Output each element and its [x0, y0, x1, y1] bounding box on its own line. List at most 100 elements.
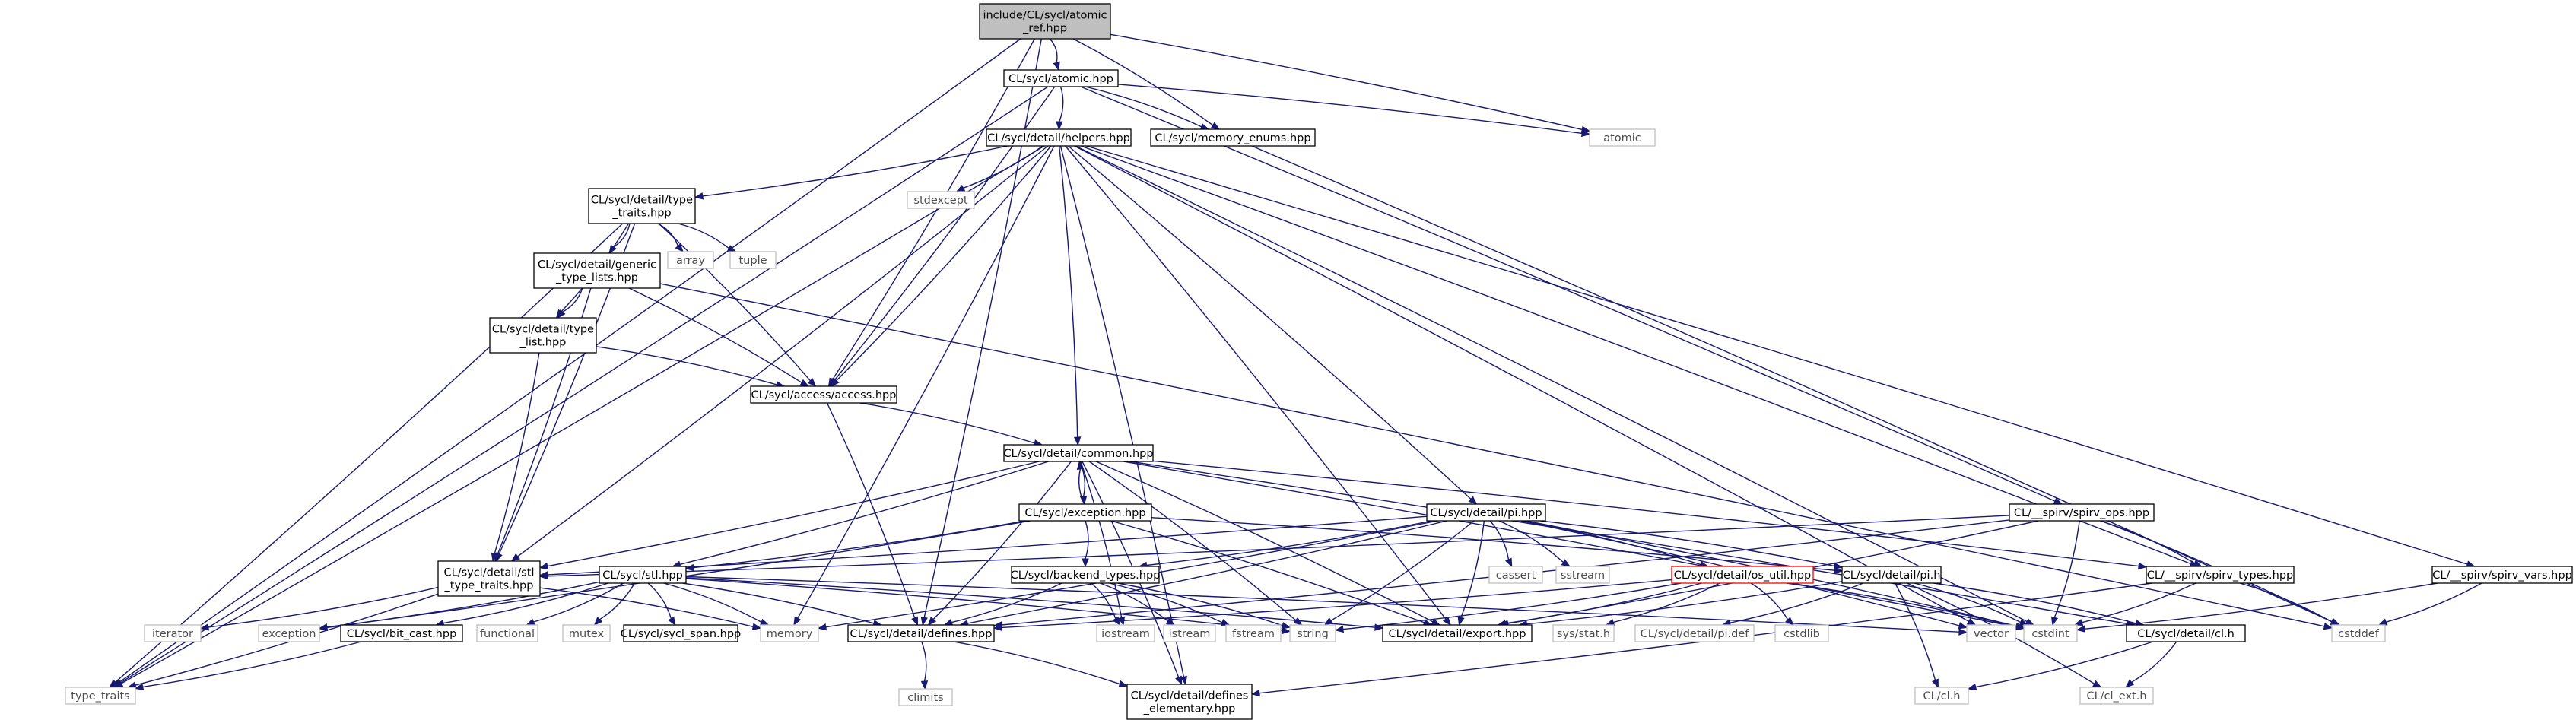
node-exception[interactable]: CL/sycl/exception.hpp	[1018, 503, 1152, 522]
node-label: CL/sycl/atomic.hpp	[1008, 73, 1113, 85]
node-label: CL/__spirv/spirv_vars.hpp	[2432, 569, 2572, 582]
edge-common-to-stl	[672, 461, 1049, 568]
node-stl[interactable]: CL/sycl/stl.hpp	[599, 566, 687, 584]
node-pi_h[interactable]: CL/sycl/detail/pi.h	[1841, 566, 1942, 584]
node-mutex: mutex	[562, 624, 611, 642]
node-box	[2126, 624, 2246, 642]
node-label: _type_traits.hpp	[444, 580, 534, 592]
node-tuple: tuple	[729, 251, 777, 269]
edge-type_traits_h-to-tuple	[678, 223, 737, 252]
node-exception_sys: exception	[258, 624, 320, 642]
node-span[interactable]: CL/sycl/sycl_span.hpp	[621, 624, 742, 642]
edge-helpers-to-spirv_vars	[1086, 145, 2476, 568]
node-box	[1671, 566, 1814, 584]
edge-stl-to-defines	[682, 582, 883, 627]
node-box	[1225, 624, 1282, 642]
node-box	[2009, 503, 2155, 522]
dependency-edges	[109, 33, 2482, 697]
node-box	[1914, 687, 1969, 705]
edge-stl-to-mutex	[593, 582, 636, 626]
node-backend[interactable]: CL/sycl/backend_types.hpp	[1011, 566, 1161, 584]
node-label: istream	[1169, 628, 1211, 640]
node-helpers[interactable]: CL/sycl/detail/helpers.hpp	[986, 128, 1132, 147]
node-box	[1003, 69, 1119, 87]
node-box	[489, 317, 597, 354]
node-box	[1426, 503, 1546, 522]
node-label: stdexcept	[913, 195, 968, 207]
node-label: iterator	[152, 628, 193, 640]
node-label: sstream	[1561, 569, 1605, 582]
node-bit_cast[interactable]: CL/sycl/bit_cast.hpp	[340, 624, 463, 642]
node-type_list[interactable]: CL/sycl/detail/type_list.hpp	[489, 317, 597, 354]
edge-spirv_vars-to-cstdint	[2076, 582, 2438, 633]
node-stdexcept: stdexcept	[907, 191, 975, 209]
edge-generic-to-cstddef	[659, 283, 2333, 630]
node-spirv_vars[interactable]: CL/__spirv/spirv_vars.hpp	[2431, 566, 2573, 584]
node-spirv_types[interactable]: CL/__spirv/spirv_types.hpp	[2146, 566, 2295, 584]
node-string: string	[1289, 624, 1336, 642]
node-box	[1096, 624, 1155, 642]
node-label: CL/sycl/access/access.hpp	[751, 389, 897, 401]
edge-helpers-to-type_traits	[113, 145, 1045, 688]
edge-helpers-to-type_traits_h	[694, 145, 1008, 200]
node-pi_def: CL/sycl/detail/pi.def	[1634, 624, 1755, 642]
node-pi_hpp[interactable]: CL/sycl/detail/pi.hpp	[1426, 503, 1546, 522]
node-generic[interactable]: CL/sycl/detail/generic_type_lists.hpp	[533, 252, 661, 289]
edge-type_list-to-access	[596, 346, 786, 389]
node-box	[476, 624, 538, 642]
node-defines[interactable]: CL/sycl/detail/defines.hpp	[847, 624, 995, 642]
node-root[interactable]: include/CL/sycl/atomic_ref.hpp	[979, 3, 1111, 40]
node-iterator: iterator	[144, 624, 202, 642]
edge-atomic_hpp-to-helpers	[1056, 86, 1064, 131]
node-label: array	[676, 255, 705, 267]
node-access[interactable]: CL/sycl/access/access.hpp	[750, 385, 897, 404]
node-mem_enums[interactable]: CL/sycl/memory_enums.hpp	[1150, 128, 1316, 147]
edge-spirv_types-to-cstdint	[2073, 582, 2196, 626]
node-vector: vector	[1966, 624, 2016, 642]
node-label: cstdlib	[1784, 628, 1820, 640]
node-cl_h: CL/cl.h	[1914, 687, 1969, 705]
node-box	[623, 624, 738, 642]
edge-stl-to-string	[685, 578, 1291, 635]
node-fstream: fstream	[1225, 624, 1282, 642]
node-box	[65, 687, 136, 705]
node-label: string	[1297, 628, 1329, 640]
edge-spirv_ops-to-spirv_types	[2100, 520, 2203, 567]
node-box	[729, 251, 777, 269]
edge-atomic_hpp-to-spirv_ops	[1080, 86, 2063, 505]
edge-helpers-to-spirv_types	[1080, 145, 2200, 567]
node-label: _ref.hpp	[1022, 23, 1067, 35]
node-atomic_hpp[interactable]: CL/sycl/atomic.hpp	[1003, 69, 1119, 87]
node-label: _elementary.hpp	[1143, 703, 1236, 715]
node-box	[2079, 687, 2154, 705]
node-box	[562, 624, 611, 642]
node-label: CL/sycl/detail/stl	[443, 567, 534, 579]
node-box	[1589, 128, 1656, 147]
edge-pi_hpp-to-export	[1457, 520, 1485, 626]
edge-os_util-to-cstdint	[1786, 582, 2025, 631]
node-sys_stat: sys/stat.h	[1552, 624, 1615, 642]
node-cstdint: cstdint	[2023, 624, 2078, 642]
node-defines_elem[interactable]: CL/sycl/detail/defines_elementary.hpp	[1126, 684, 1253, 720]
node-label: CL/sycl/detail/cl.h	[2137, 628, 2235, 640]
edge-os_util-to-cstdlib	[1750, 582, 1794, 626]
node-cl_h_detail[interactable]: CL/sycl/detail/cl.h	[2126, 624, 2246, 642]
edge-root-to-atomic_hpp	[1049, 38, 1060, 71]
edge-backend-to-istream	[1100, 582, 1176, 626]
node-type_traits_h[interactable]: CL/sycl/detail/type_traits.hpp	[588, 188, 696, 224]
node-box	[1150, 128, 1316, 147]
node-os_util[interactable]: CL/sycl/detail/os_util.hpp	[1671, 566, 1814, 584]
node-cstddef: cstddef	[2331, 624, 2386, 642]
edge-type_traits_h-to-array	[657, 223, 684, 252]
edge-exception-to-export	[1110, 520, 1433, 626]
node-label: exception	[262, 628, 316, 640]
node-common[interactable]: CL/sycl/detail/common.hpp	[1003, 444, 1154, 462]
edge-common-to-cstdint	[1123, 461, 2025, 631]
node-box	[2023, 624, 2078, 642]
node-export[interactable]: CL/sycl/detail/export.hpp	[1382, 624, 1533, 642]
node-spirv_ops[interactable]: CL/__spirv/spirv_ops.hpp	[2009, 503, 2155, 522]
edge-pi_hpp-to-sstream	[1498, 520, 1571, 567]
node-sstream: sstream	[1555, 566, 1610, 584]
node-stl_tt[interactable]: CL/sycl/detail/stl_type_traits.hpp	[437, 560, 541, 597]
